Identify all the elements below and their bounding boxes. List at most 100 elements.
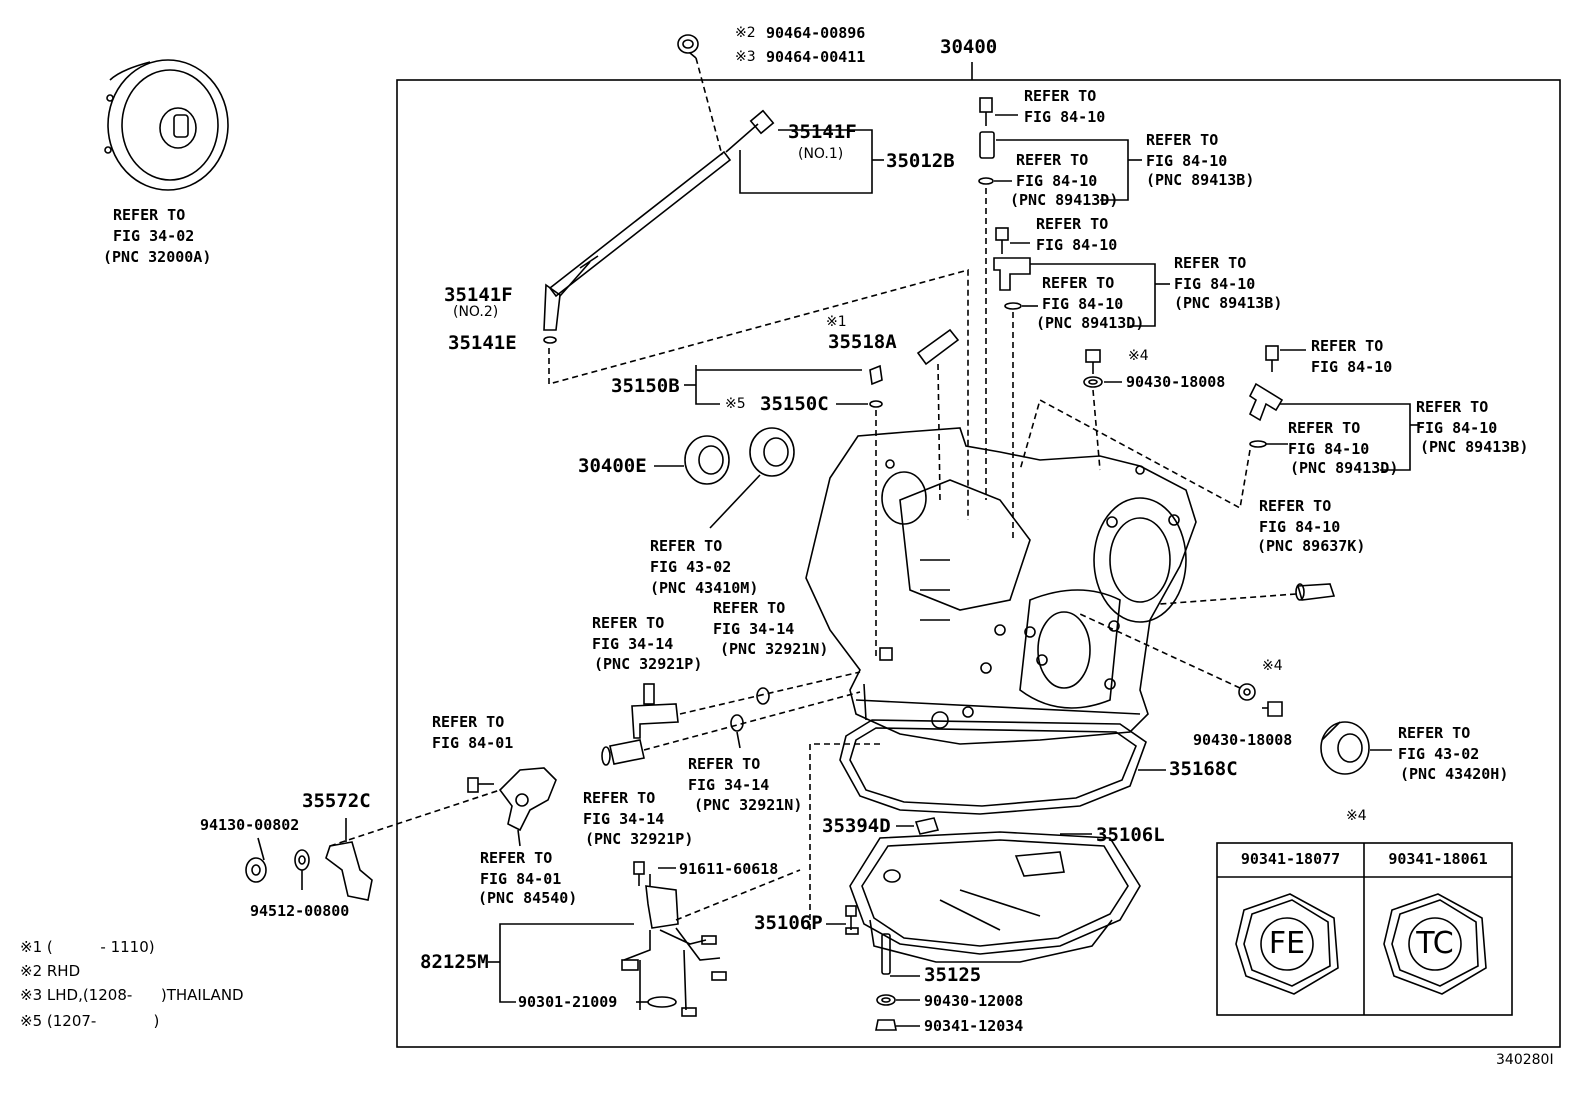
assembly-frame (396, 79, 1561, 1048)
control-shaft-lever (325, 841, 373, 901)
sensor1-bolt-refer: REFER TO (1024, 87, 1097, 105)
switch-bolt-refer: REFER TO (432, 713, 505, 731)
part-90430-18008-lower: 90430-18008 (1193, 731, 1293, 749)
part-90301-21009: 90301-21009 (518, 993, 618, 1011)
sensor3-refer: REFER TO (1416, 398, 1489, 416)
solenoid-p-refer: REFER TO (592, 614, 665, 632)
sensor3-fig: FIG 84-10 (1416, 419, 1498, 437)
mark-1-label: ※1 (826, 314, 847, 330)
sensor3-oring-refer: REFER TO (1288, 419, 1361, 437)
solenoid-p2-fig: FIG 34-14 (583, 810, 665, 828)
sensor1-bolt-fig: FIG 84-10 (1024, 108, 1106, 126)
sensor1-fig: FIG 84-10 (1146, 152, 1228, 170)
sensor2-refer: REFER TO (1174, 254, 1247, 272)
seal-refer-pnc: (PNC 43410M) (650, 579, 759, 597)
label-plate (916, 328, 960, 366)
speed-sensor-2 (993, 227, 1031, 310)
part-35012b: 35012B (886, 150, 955, 172)
temp-sensor-pnc: (PNC 89637K) (1257, 537, 1366, 555)
temp-sensor-fig: FIG 84-10 (1259, 518, 1341, 536)
oil-seal-30400e (684, 427, 795, 485)
switch-fig: FIG 84-01 (480, 870, 562, 888)
solenoid-p2-refer: REFER TO (583, 789, 656, 807)
part-90430-12008: 90430-12008 (924, 992, 1024, 1010)
table-col1-header: 90341-18077 (1240, 850, 1341, 868)
part-35572c: 35572C (302, 790, 371, 812)
note-1: ※1 ( - 1110) (20, 938, 155, 956)
plug-tc-mark: TC (1416, 926, 1454, 961)
part-35168c: 35168C (1169, 758, 1238, 780)
part-90341-12034: 90341-12034 (924, 1017, 1024, 1035)
diagram-code: 340280I (1496, 1052, 1554, 1068)
sensor2-fig: FIG 84-10 (1174, 275, 1256, 293)
solenoid-n2-refer: REFER TO (688, 755, 761, 773)
sensor3-bolt-fig: FIG 84-10 (1311, 358, 1393, 376)
table-mark-4: ※4 (1346, 808, 1367, 824)
part-94512-00800: 94512-00800 (250, 902, 350, 920)
seal-refer-label: REFER TO (650, 537, 723, 555)
sensor2-bolt-fig: FIG 84-10 (1036, 236, 1118, 254)
part-30400e: 30400E (578, 455, 647, 477)
part-82125m: 82125M (420, 951, 489, 973)
part-35141f-no2: 35141F (444, 284, 513, 306)
part-35106l: 35106L (1096, 824, 1165, 846)
plug-35150b (869, 364, 883, 386)
plug-fe-mark: FE (1268, 926, 1306, 961)
torque-converter-refer-label: REFER TO (113, 206, 186, 224)
sensor3-bolt-refer: REFER TO (1311, 337, 1384, 355)
seal-refer-fig: FIG 43-02 (650, 558, 732, 576)
solenoid-n-refer: REFER TO (713, 599, 786, 617)
mark-5-label: ※5 (725, 396, 746, 412)
wire-harness-82125m (621, 861, 727, 1017)
seal2-refer: REFER TO (1398, 724, 1471, 742)
note-3: ※3 LHD,(1208- )THAILAND (20, 986, 244, 1004)
sensor3-oring-pnc-d: (PNC 89413D) (1290, 459, 1399, 477)
breather-plug (677, 34, 699, 59)
speed-sensor-3 (1248, 345, 1284, 448)
seal2-fig: FIG 43-02 (1398, 745, 1480, 763)
oil-seal-43420h (1320, 721, 1370, 775)
mark-3-label: ※3 (735, 49, 756, 65)
oil-temp-sensor (1295, 583, 1336, 601)
sensor1-oring-pnc-d: (PNC 89413D) (1010, 191, 1119, 209)
breather-hose (543, 109, 775, 344)
speed-sensor-1 (978, 97, 995, 185)
switch-pnc: (PNC 84540) (478, 889, 578, 907)
sensor3-oring-fig: FIG 84-10 (1288, 440, 1370, 458)
switch-refer: REFER TO (480, 849, 553, 867)
note-2: ※2 RHD (20, 962, 81, 980)
sensor2-oring-pnc-d: (PNC 89413D) (1036, 314, 1145, 332)
magnet (914, 817, 940, 835)
sensor2-oring-fig: FIG 84-10 (1042, 295, 1124, 313)
part-94130-00802: 94130-00802 (200, 816, 300, 834)
solenoid-p-fig: FIG 34-14 (592, 635, 674, 653)
part-35150c: 35150C (760, 393, 829, 415)
torque-converter (104, 59, 229, 191)
part-90430-18008-upper: 90430-18008 (1126, 373, 1226, 391)
part-35125: 35125 (924, 964, 982, 986)
part-90464-00896: 90464-00896 (766, 24, 866, 42)
drain-plug-table (1216, 842, 1513, 1016)
switch-bolt-fig: FIG 84-01 (432, 734, 514, 752)
mark-4-upper: ※4 (1128, 348, 1149, 364)
part-91611-60618: 91611-60618 (679, 860, 779, 878)
sensor2-bolt-refer: REFER TO (1036, 215, 1109, 233)
solenoid-n2-pnc: (PNC 32921N) (694, 796, 803, 814)
sensor1-pnc-b: (PNC 89413B) (1146, 171, 1255, 189)
gasket-35168c (839, 719, 1147, 815)
torque-converter-refer-pnc: (PNC 32000A) (103, 248, 212, 266)
mark-4-lower: ※4 (1262, 658, 1283, 674)
solenoid-p-pnc: (PNC 32921P) (594, 655, 703, 673)
solenoid-n-pnc: (PNC 32921N) (720, 640, 829, 658)
temp-sensor-refer: REFER TO (1259, 497, 1332, 515)
transaxle-case (805, 427, 1197, 745)
nut-94130-00802 (245, 857, 267, 883)
no1-label: (NO.1) (798, 146, 844, 162)
no2-label: (NO.2) (453, 304, 499, 320)
sensor1-oring-refer: REFER TO (1016, 151, 1089, 169)
note-5: ※5 (1207- ) (20, 1012, 160, 1030)
torque-converter-refer-fig: FIG 34-02 (113, 227, 195, 245)
sensor2-pnc-b: (PNC 89413B) (1174, 294, 1283, 312)
shift-solenoid-p (631, 683, 679, 739)
